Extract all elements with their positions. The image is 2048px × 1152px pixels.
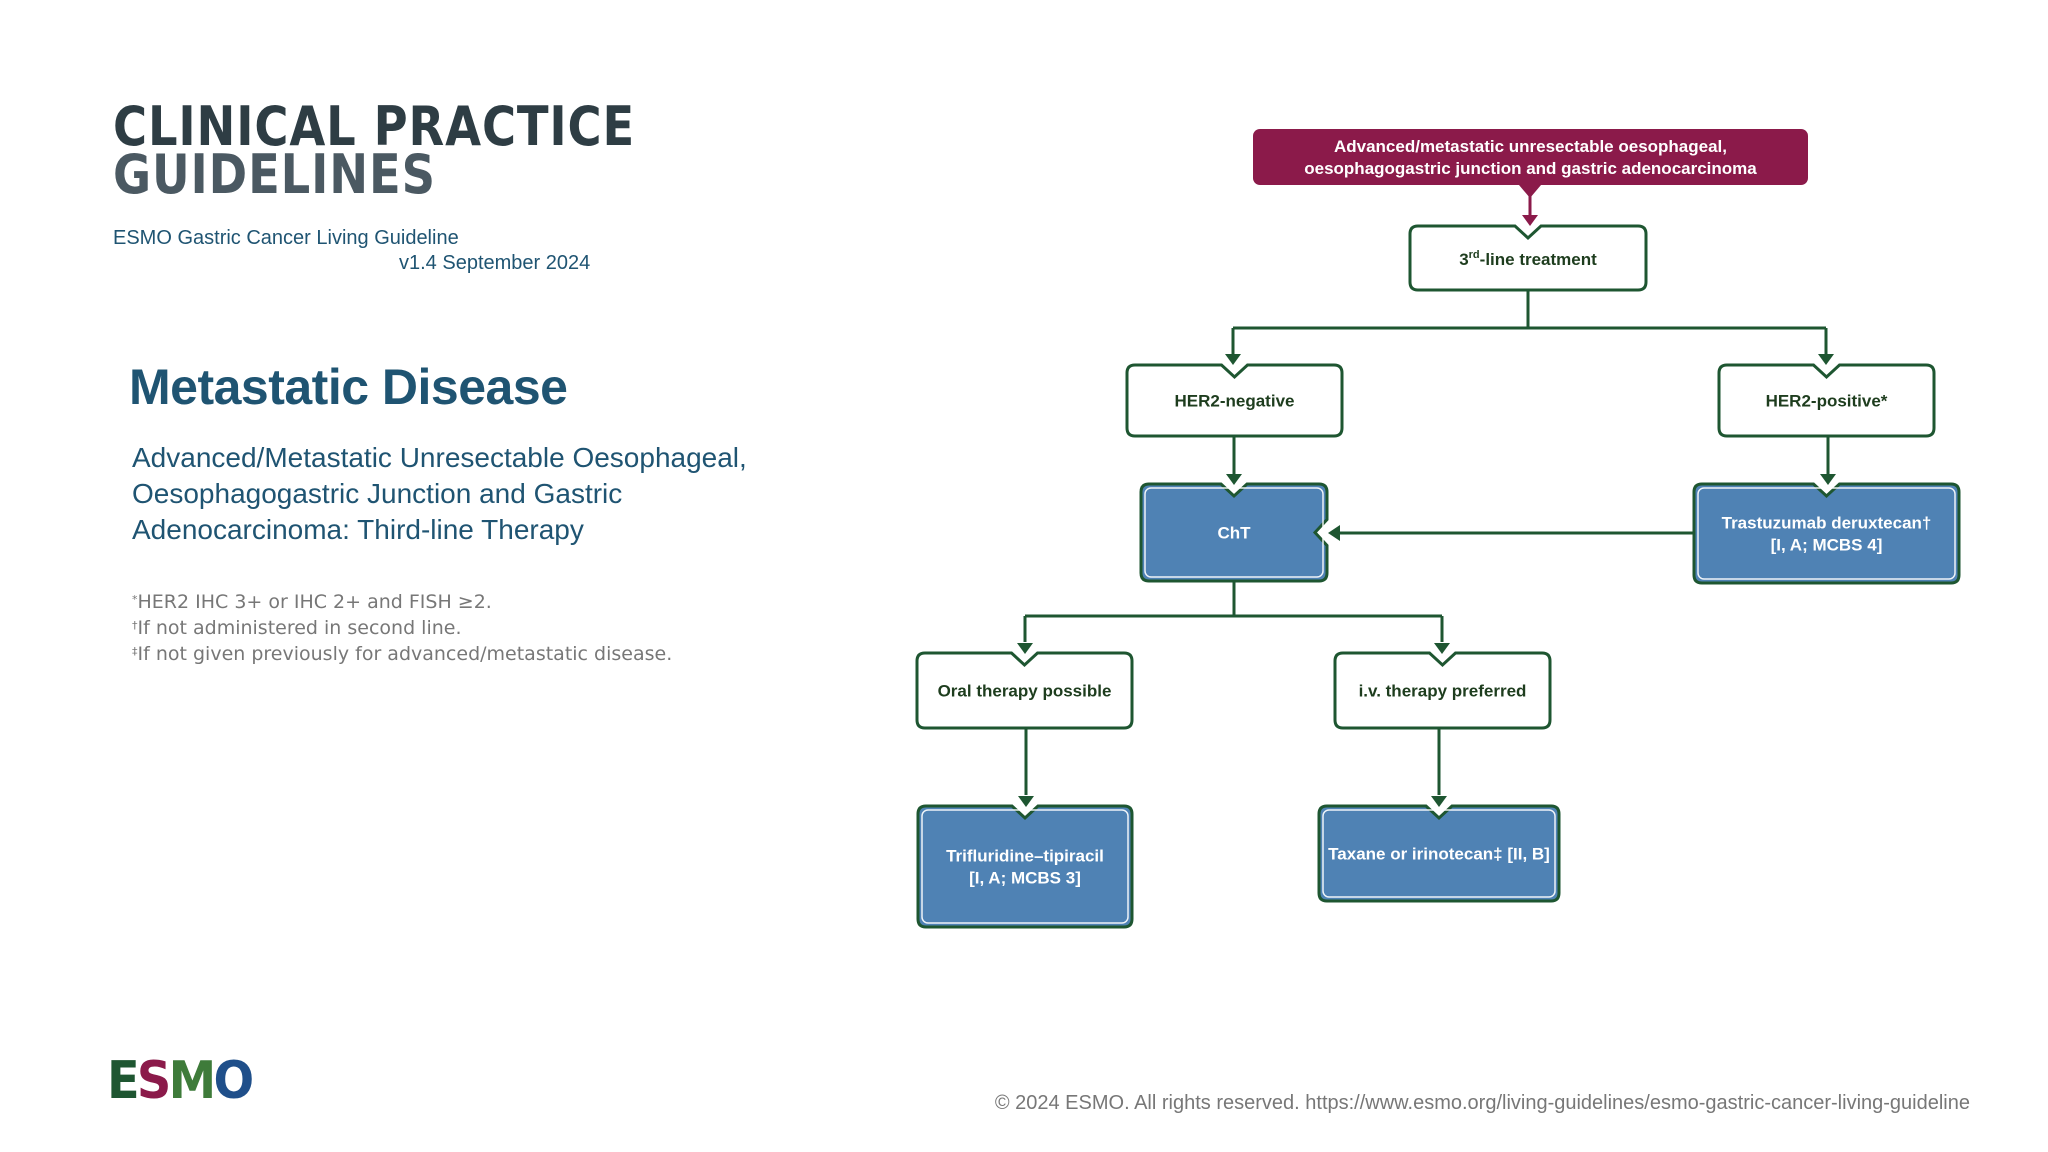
arrowhead xyxy=(1017,643,1033,654)
footnote-mark: † xyxy=(132,619,138,632)
node-label: [I, A; MCBS 4] xyxy=(1771,536,1883,555)
node-taxane-inner xyxy=(1322,809,1556,898)
logo-letter: O xyxy=(213,1051,254,1111)
node-label: i.v. therapy preferred xyxy=(1359,682,1527,701)
node-label: ChT xyxy=(1217,524,1251,543)
node-tt-inner xyxy=(921,809,1129,924)
arrowhead xyxy=(1434,643,1450,654)
footnote: ‡If not given previously for advanced/me… xyxy=(132,641,672,667)
arrowhead xyxy=(1820,474,1836,485)
arrowhead xyxy=(1522,215,1538,226)
arrowhead xyxy=(1818,354,1834,365)
subtitle-line: Oesophagogastric Junction and Gastric xyxy=(132,478,623,509)
node-label: Advanced/metastatic unresectable oesopha… xyxy=(1334,137,1727,156)
node-tdxd xyxy=(1692,482,1961,585)
footnote-mark: * xyxy=(132,593,138,606)
footnotes: *HER2 IHC 3+ or IHC 2+ and FISH ≥2. †If … xyxy=(132,589,672,667)
subtitle-line: Advanced/Metastatic Unresectable Oesopha… xyxy=(132,442,747,473)
footnote-text: If not administered in second line. xyxy=(137,617,462,639)
node-label: Oral therapy possible xyxy=(938,682,1112,701)
subtitle-line: Adenocarcinoma: Third-line Therapy xyxy=(132,514,584,545)
node-taxane xyxy=(1317,804,1561,903)
footnote: *HER2 IHC 3+ or IHC 2+ and FISH ≥2. xyxy=(132,589,672,615)
footnote-mark: ‡ xyxy=(132,645,138,658)
node-label: [I, A; MCBS 3] xyxy=(969,869,1081,888)
connector xyxy=(1023,581,1444,642)
node-cht-inner xyxy=(1144,487,1324,578)
logo-guidelines: GUIDELINES xyxy=(113,143,436,206)
footnote: †If not administered in second line. xyxy=(132,615,672,641)
arrowhead xyxy=(1431,796,1447,807)
guideline-version: v1.4 September 2024 xyxy=(399,252,591,274)
node-tdxd-inner xyxy=(1697,487,1956,580)
footnote-text: If not given previously for advanced/met… xyxy=(137,643,673,665)
node-label: HER2-negative xyxy=(1175,392,1295,411)
arrowhead xyxy=(1018,796,1034,807)
esmo-logo: ESMO xyxy=(107,1051,254,1111)
logo-letter: E xyxy=(107,1051,140,1111)
connector xyxy=(1231,290,1828,354)
node-tt xyxy=(916,804,1134,929)
node-label: Trifluridine–tipiracil xyxy=(946,847,1104,866)
arrowhead xyxy=(1225,354,1241,365)
node-label: Taxane or irinotecan‡ [II, B] xyxy=(1328,845,1550,864)
node-label: Trastuzumab deruxtecan† xyxy=(1722,514,1932,533)
guideline-name: ESMO Gastric Cancer Living Guideline xyxy=(113,227,459,249)
node-line3 xyxy=(1408,224,1648,292)
page-subtitle: Advanced/Metastatic Unresectable Oesopha… xyxy=(132,440,747,548)
node-label: 3rd-line treatment xyxy=(1459,249,1597,269)
node-root xyxy=(1253,129,1808,185)
node-iv xyxy=(1333,651,1552,730)
logo-clinical-practice: CLINICAL PRACTICE xyxy=(113,95,636,158)
page-title: Metastatic Disease xyxy=(129,359,568,415)
node-label: HER2-positive* xyxy=(1766,392,1888,411)
arrowhead xyxy=(1226,474,1242,485)
node-oral xyxy=(915,651,1134,730)
copyright-notice: © 2024 ESMO. All rights reserved. https:… xyxy=(994,1092,1970,1114)
arrowhead xyxy=(1328,525,1340,541)
footnote-text: HER2 IHC 3+ or IHC 2+ and FISH ≥2. xyxy=(137,591,492,613)
connector-tab xyxy=(1519,185,1541,198)
node-cht xyxy=(1139,482,1329,583)
node-her2pos xyxy=(1717,363,1936,438)
logo-letter: S xyxy=(136,1051,171,1111)
node-label: oesophagogastric junction and gastric ad… xyxy=(1304,159,1757,178)
logo-letter: M xyxy=(168,1051,217,1111)
node-her2neg xyxy=(1125,363,1344,438)
